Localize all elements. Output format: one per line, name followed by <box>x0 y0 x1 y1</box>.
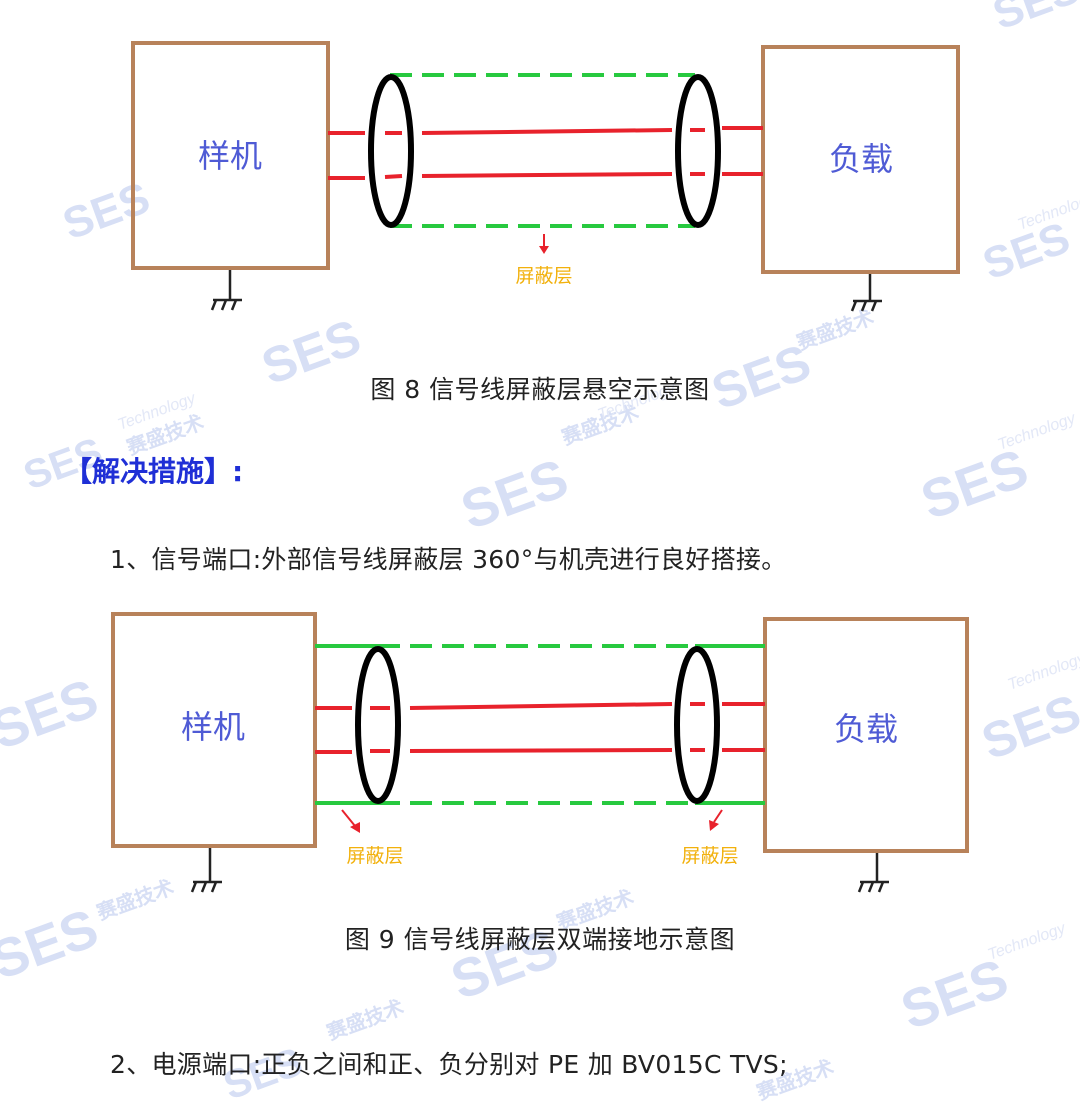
shield-arrow <box>539 234 549 254</box>
svg-text:SES: SES <box>914 438 1036 531</box>
shield-label: 屏蔽层 <box>515 265 572 287</box>
watermark: Technology <box>996 410 1079 454</box>
sample-device-box <box>111 612 317 848</box>
measure-item-2: 2、电源端口:正负之间和正、负分别对 PE 加 BV015C TVS; <box>110 1050 788 1079</box>
svg-text:SES: SES <box>894 948 1016 1041</box>
figure-9-diagram: 样机 负载 屏蔽层 屏蔽层 <box>111 612 969 893</box>
shield-ring-right <box>674 646 720 804</box>
sample-device-label: 样机 <box>181 708 245 746</box>
watermark: SES <box>894 948 1016 1041</box>
shield-arrow <box>709 809 723 831</box>
shield-label-left: 屏蔽层 <box>346 845 403 867</box>
sample-device-box <box>131 41 330 270</box>
load-box <box>761 45 960 274</box>
ground-symbol-icon <box>857 853 889 893</box>
shield-ring-left <box>355 646 401 804</box>
signal-line <box>315 748 765 754</box>
load-label: 负载 <box>829 140 893 178</box>
watermark: SES <box>914 438 1036 531</box>
ground-symbol-icon <box>190 848 222 893</box>
watermark: SES <box>454 448 576 541</box>
svg-text:赛盛技术: 赛盛技术 <box>323 995 407 1045</box>
watermark: 赛盛技术 <box>323 995 407 1045</box>
figure-8-caption: 图 8 信号线屏蔽层悬空示意图 <box>370 375 710 404</box>
shield-ring-left <box>368 74 414 228</box>
shield-label-right: 屏蔽层 <box>681 845 738 867</box>
load-box <box>763 617 969 853</box>
shield-arrow <box>341 809 360 833</box>
ground-symbol-icon <box>850 274 882 312</box>
section-heading: 【解决措施】: <box>64 455 244 488</box>
shield-ring-right <box>675 74 721 228</box>
signal-line <box>328 126 763 135</box>
load-label: 负载 <box>834 710 898 748</box>
sample-device-label: 样机 <box>198 137 262 175</box>
ground-symbol-icon <box>210 270 242 311</box>
figure-8-diagram: 样机 负载 屏蔽层 <box>131 41 960 312</box>
signal-line <box>315 702 765 710</box>
svg-text:Technology: Technology <box>996 410 1079 454</box>
svg-text:SES: SES <box>454 448 576 541</box>
measure-item-1: 1、信号端口:外部信号线屏蔽层 360°与机壳进行良好搭接。 <box>110 545 787 574</box>
figure-9-caption: 图 9 信号线屏蔽层双端接地示意图 <box>344 925 736 954</box>
signal-line <box>328 172 763 180</box>
